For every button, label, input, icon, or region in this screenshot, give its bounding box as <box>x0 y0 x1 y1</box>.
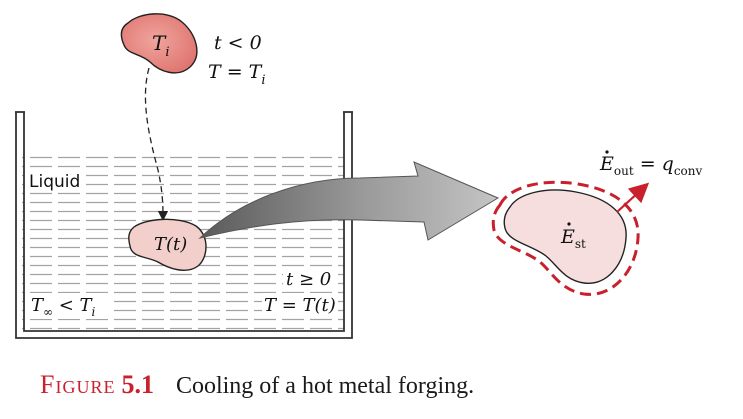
initial-time-condition: t < 0 <box>214 32 262 54</box>
ambient-cond-bg <box>28 293 110 319</box>
heat-flux-arrow-icon <box>616 182 650 213</box>
cooled-forging-shape <box>503 189 627 284</box>
tank-time-condition: t ≥ 0 <box>286 269 331 290</box>
caption-label: Figure <box>40 370 116 399</box>
stored-energy-label: Est <box>560 226 586 251</box>
stored-energy-dot <box>567 222 571 226</box>
forging-temp-label: T(t) <box>154 234 187 255</box>
initial-temp-label: Ti <box>152 31 170 60</box>
ambient-condition: T∞ < Ti <box>31 295 96 319</box>
initial-temp-condition: T = Ti <box>208 61 266 88</box>
energy-out-equation: Eout = qconv <box>599 153 703 178</box>
submerged-forging-shape <box>128 218 207 271</box>
control-surface <box>491 180 640 296</box>
hot-forging-shape <box>120 13 198 74</box>
tank-time-cond-bg <box>283 268 333 290</box>
liquid-label: Liquid <box>29 172 80 192</box>
initial-hot-forging: Ti <box>120 13 198 74</box>
control-volume: Est <box>491 180 640 296</box>
tank-temp-condition: T = T(t) <box>264 295 336 316</box>
submerged-forging: T(t) <box>128 218 207 271</box>
tank-walls <box>15 112 353 339</box>
caption-text: Cooling of a hot metal forging. <box>175 373 475 399</box>
liquid-label-bg <box>26 171 86 191</box>
curved-arrow-icon <box>198 161 500 241</box>
tank-temp-cond-bg <box>262 293 338 317</box>
energy-out-dot <box>605 150 609 154</box>
dashed-arrow-icon <box>144 67 169 222</box>
caption-number: 5.1 <box>121 370 154 399</box>
